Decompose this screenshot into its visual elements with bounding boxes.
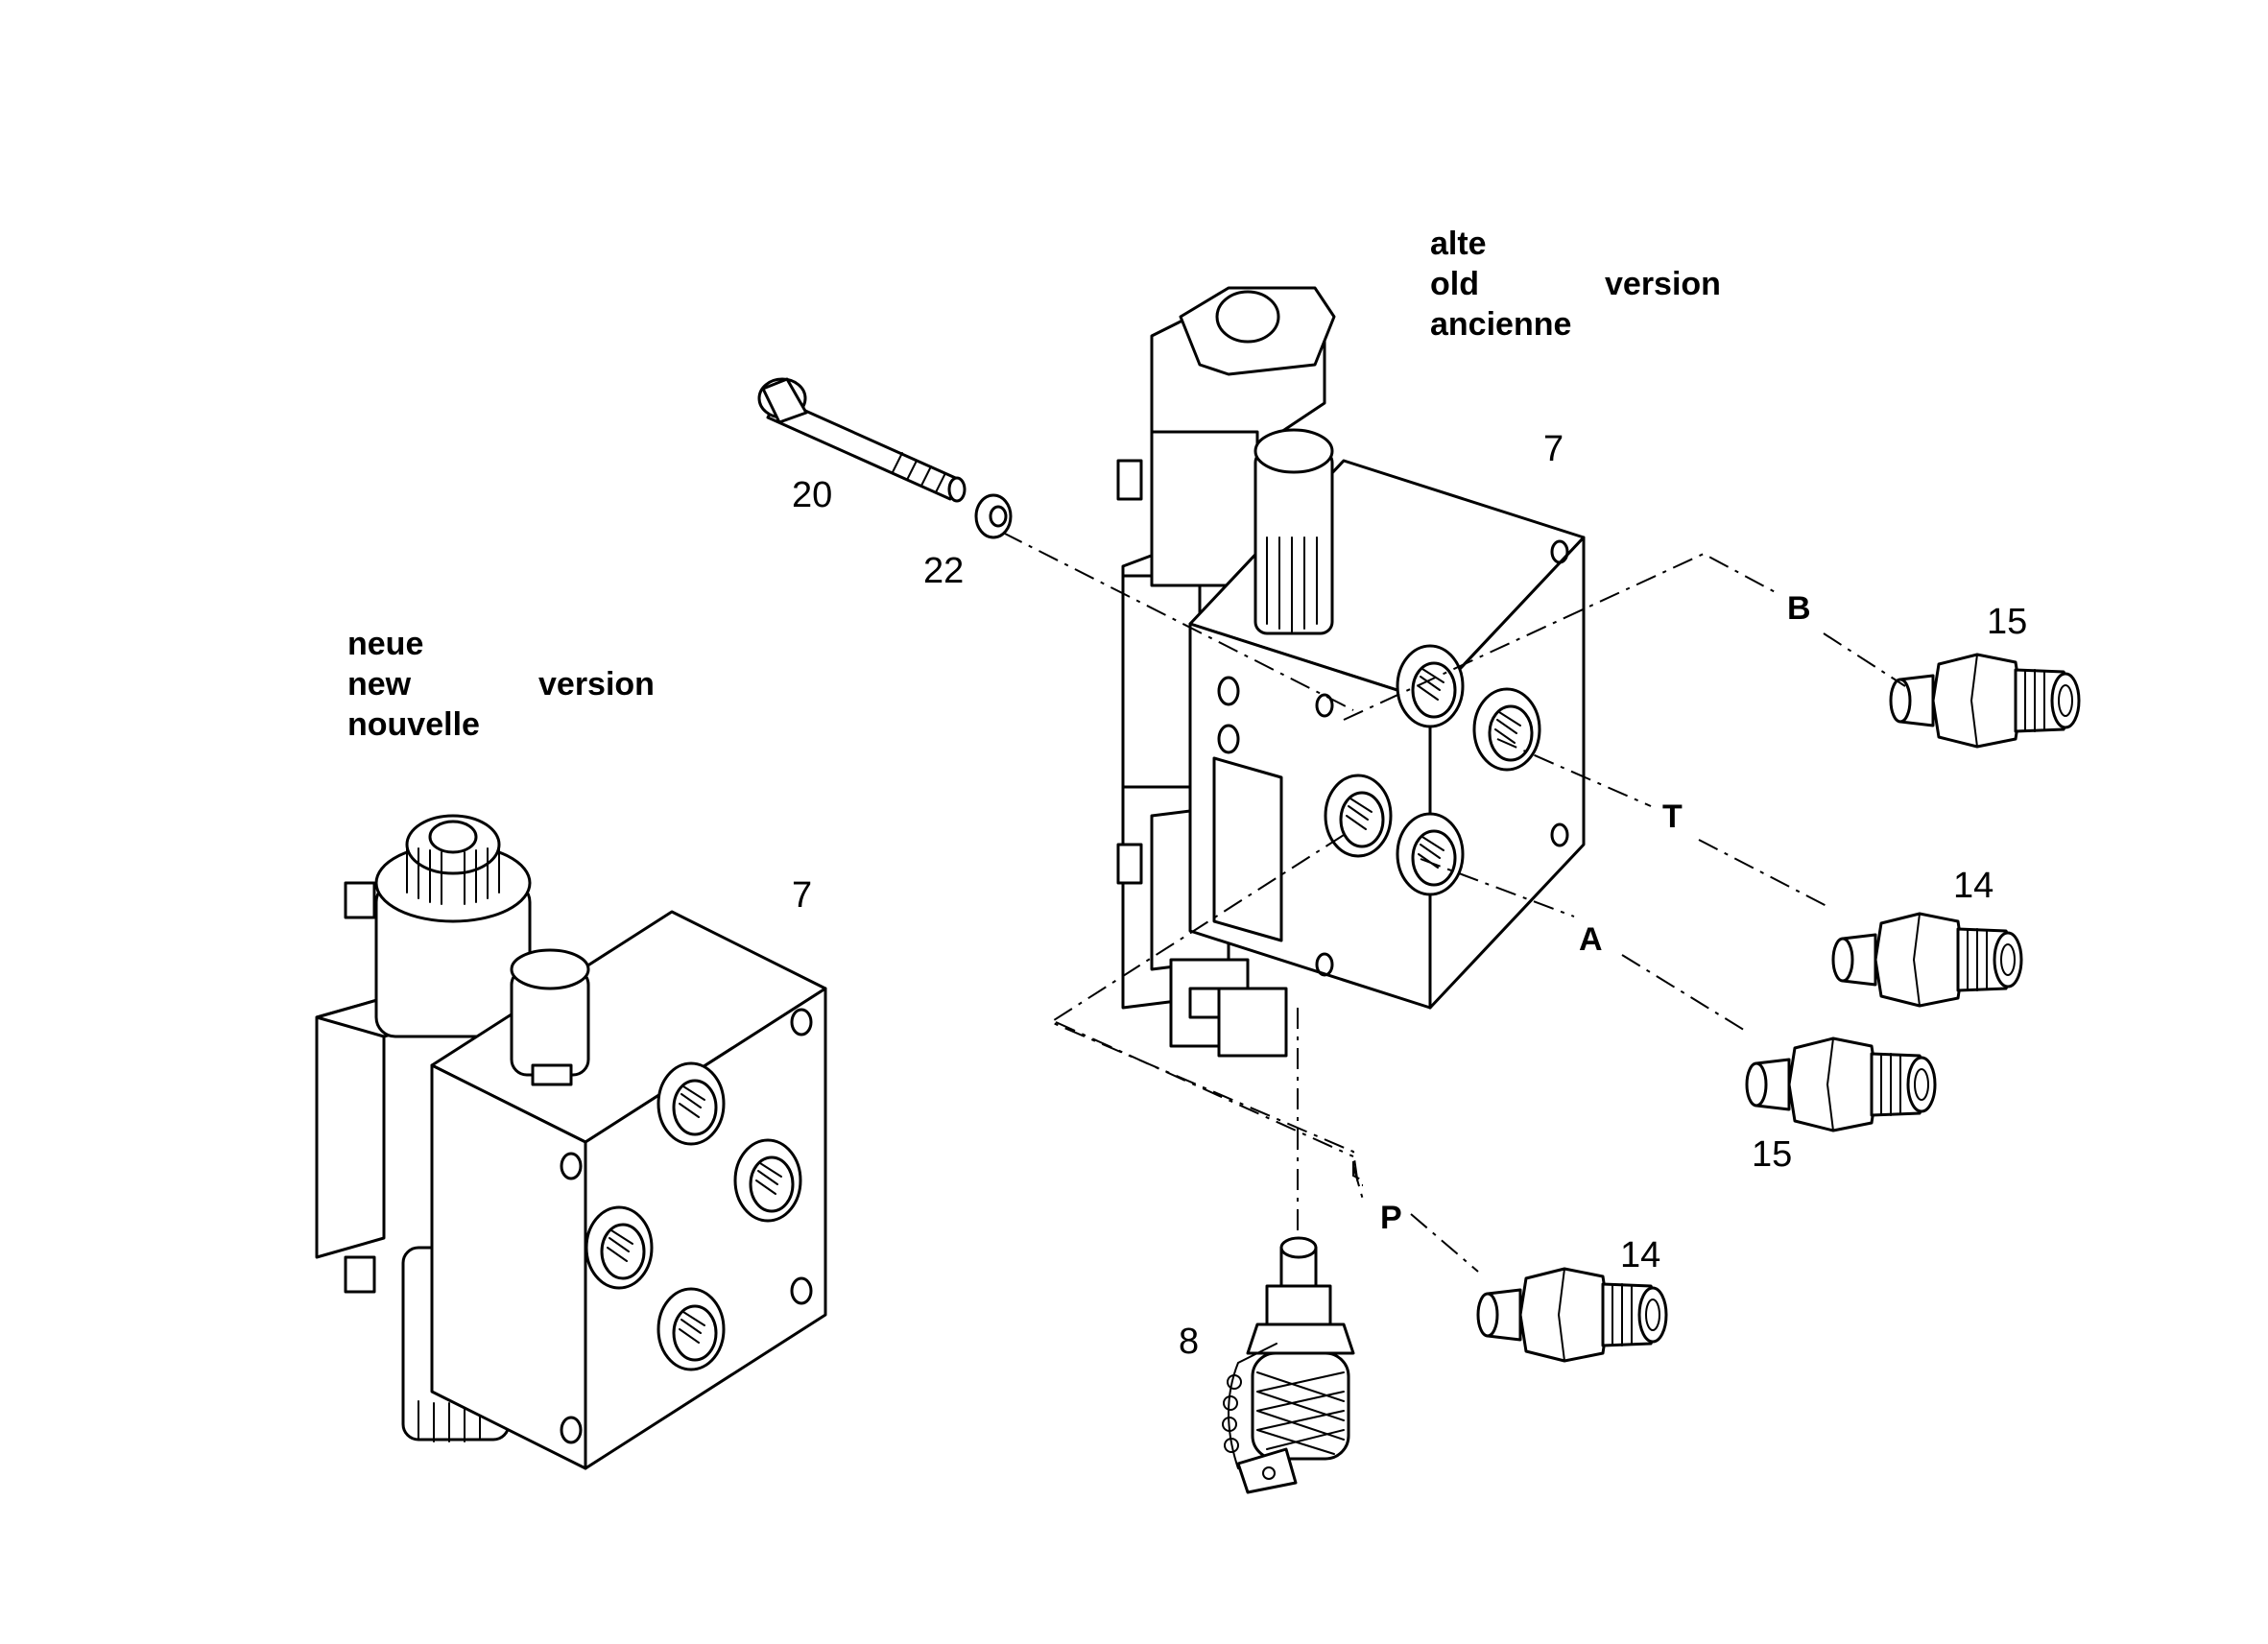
old-version-line-1: alte xyxy=(1430,226,1487,262)
pressure-sensor-part xyxy=(1222,1236,1355,1494)
fitting-t xyxy=(1831,912,2023,1008)
new-version-line-1: neue xyxy=(347,626,423,662)
port-label-t: T xyxy=(1662,798,1683,835)
fitting-a xyxy=(1745,1036,1937,1132)
new-version-line-2: new xyxy=(347,666,412,703)
port-label-p: P xyxy=(1380,1200,1402,1236)
callout-fitting-a: 15 xyxy=(1752,1134,1792,1175)
screw-part xyxy=(757,377,967,503)
callout-screw: 20 xyxy=(792,475,832,515)
callout-sensor: 8 xyxy=(1179,1322,1199,1362)
callout-washer: 22 xyxy=(923,551,964,591)
old-version-valve-assembly xyxy=(1116,286,1586,1058)
callout-valve-old: 7 xyxy=(1543,429,1564,469)
old-version-caption: alte old ancienne version xyxy=(1430,226,1721,343)
callout-fitting-b: 15 xyxy=(1987,602,2027,642)
fitting-p xyxy=(1476,1267,1668,1363)
callout-fitting-t: 14 xyxy=(1953,866,1993,906)
fitting-b xyxy=(1889,653,2081,749)
port-label-a: A xyxy=(1579,921,1603,958)
old-version-line-3: ancienne xyxy=(1430,306,1571,343)
callout-valve-new: 7 xyxy=(792,875,812,916)
old-version-line-2: old xyxy=(1430,266,1479,302)
port-leader-lines xyxy=(1002,532,1906,1273)
new-version-caption: neue new nouvelle version xyxy=(347,626,655,743)
new-version-word: version xyxy=(538,666,655,703)
new-version-line-3: nouvelle xyxy=(347,706,480,743)
port-label-b: B xyxy=(1787,590,1811,627)
washer-part xyxy=(974,493,1013,539)
callout-fitting-p: 14 xyxy=(1620,1235,1660,1275)
old-version-word: version xyxy=(1605,266,1721,302)
new-version-valve-assembly xyxy=(315,814,827,1470)
